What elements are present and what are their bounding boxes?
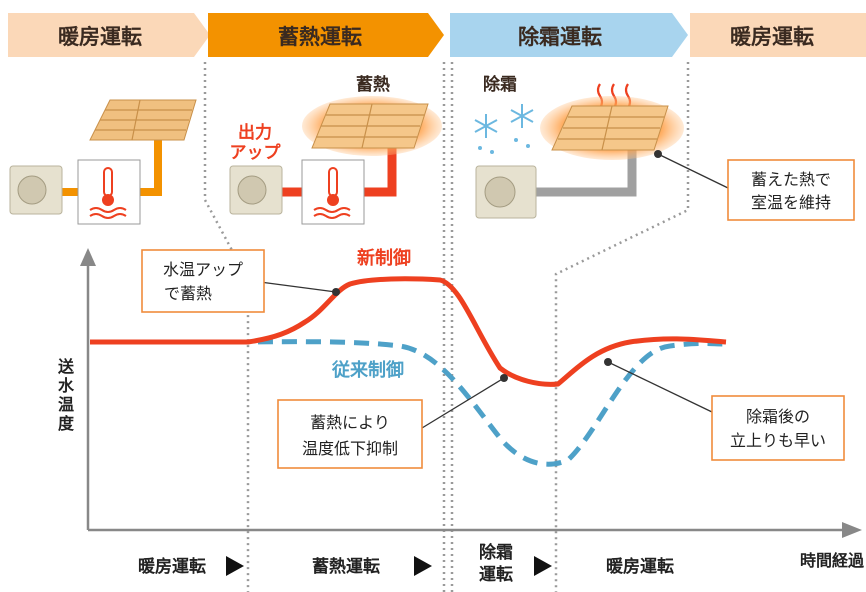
callout-fast-rise: 除霜後の 立上りも早い — [604, 358, 845, 461]
water-wave-icon-1 — [89, 207, 127, 219]
new-control-curve — [90, 276, 727, 387]
conventional-control-label: 従来制御 — [331, 359, 404, 381]
callout-keep-room-temp-dot — [654, 150, 662, 158]
pipe-h1-floor — [140, 140, 162, 196]
illustration-heating-1 — [9, 99, 197, 225]
banner-heating-2-label: 暖房運転 — [730, 25, 814, 49]
separator-1 — [203, 62, 250, 592]
banner-storage-label: 蓄熱運転 — [278, 25, 362, 49]
banner-storage — [208, 13, 444, 57]
y-axis-label-char-3: 温 — [57, 395, 74, 414]
floor-panel-1-boards — [95, 99, 192, 141]
y-axis-arrow-icon — [80, 248, 96, 266]
output-up-label-1: 出力 — [238, 122, 272, 143]
snowflake-dots — [478, 138, 530, 154]
bottom-storage-label: 蓄熱運転 — [312, 556, 380, 577]
callout-water-temp-up-line1: 水温アップ — [163, 260, 243, 279]
banner-heating-1 — [8, 13, 210, 57]
callout-fast-rise-line2: 立上りも早い — [730, 431, 826, 450]
callout-suppress-drop-leader — [421, 377, 505, 429]
bottom-defrost-label-1: 除霜 — [479, 542, 513, 563]
water-wave-icon-2 — [313, 207, 351, 219]
callout-fast-rise-line1: 除霜後の — [746, 407, 810, 426]
callout-fast-rise-dot — [604, 358, 612, 366]
callout-water-temp-up-leader — [259, 281, 337, 293]
callout-keep-room-temp-line2: 室温を維持 — [751, 193, 831, 212]
callout-fast-rise-leader — [607, 361, 713, 413]
bottom-heating-2-label: 暖房運転 — [606, 556, 674, 577]
floor-panel-2-boards — [316, 103, 424, 149]
banner-defrost — [450, 13, 688, 57]
phase-banner: 暖房運転 蓄熱運転 除霜運転 暖房運転 — [8, 13, 866, 57]
illustration-storage: 蓄熱 出力 アップ — [229, 74, 442, 225]
callout-keep-room-temp-line1: 蓄えた熱で — [751, 170, 831, 189]
illustration-defrost: 除霜 — [474, 74, 684, 219]
y-axis-label-char-2: 水 — [58, 376, 75, 395]
callout-water-temp-up-line2: で蓄熱 — [164, 284, 212, 303]
banner-heating-2 — [690, 13, 866, 57]
callout-suppress-drop: 蓄熱により 温度低下抑制 — [277, 374, 508, 469]
separator-4 — [554, 62, 690, 592]
output-up-label-2: アップ — [230, 142, 282, 163]
thermometer-bulb-1 — [102, 194, 114, 206]
x-axis-arrow-icon — [842, 522, 862, 538]
y-axis-label-char-4: 度 — [58, 414, 75, 433]
chart-axes: 送 水 温 度 — [57, 248, 862, 538]
y-axis-label: 送 水 温 度 — [57, 357, 75, 433]
thermometer-bulb-2 — [327, 194, 339, 206]
outdoor-unit-fan-icon-1 — [17, 175, 47, 205]
phase-separators — [203, 62, 690, 592]
callout-keep-room-temp-leader — [657, 153, 729, 189]
outdoor-unit-fan-icon-2 — [237, 175, 267, 205]
callout-water-temp-up: 水温アップ で蓄熱 — [141, 249, 340, 313]
callout-water-temp-up-dot — [332, 288, 340, 296]
storage-label: 蓄熱 — [356, 74, 390, 95]
bottom-heating-1-label: 暖房運転 — [138, 556, 206, 577]
y-axis-label-char-1: 送 — [57, 357, 75, 376]
callout-fast-rise-box — [711, 395, 845, 461]
thermometer-icon-1 — [103, 167, 113, 197]
pipe-d1 — [536, 148, 637, 197]
snowflake-icon-2 — [510, 104, 534, 128]
bottom-arrow-icon-3 — [534, 556, 552, 576]
callout-suppress-drop-line1: 蓄熱により — [310, 413, 390, 432]
banner-heating-1-label: 暖房運転 — [58, 25, 142, 49]
callout-water-temp-up-box — [141, 249, 265, 313]
outdoor-unit-fan-icon-3 — [484, 176, 516, 208]
x-axis-label: 時間経過 — [800, 551, 865, 570]
thermometer-icon-2 — [328, 167, 338, 197]
bottom-arrow-icon-2 — [414, 556, 432, 576]
callout-suppress-drop-dot — [500, 374, 508, 382]
callout-keep-room-temp: 蓄えた熱で 室温を維持 — [654, 150, 855, 221]
banner-defrost-label: 除霜運転 — [518, 25, 602, 49]
callout-suppress-drop-box — [277, 399, 423, 469]
floor-panel-3-boards — [558, 105, 664, 151]
snowflake-icon-1 — [474, 114, 498, 138]
callout-keep-room-temp-box — [727, 159, 855, 221]
callout-suppress-drop-line2: 温度低下抑制 — [302, 439, 398, 458]
conventional-control-curve — [90, 339, 727, 467]
bottom-defrost-label-2: 運転 — [479, 564, 513, 585]
defrost-label: 除霜 — [483, 74, 517, 95]
bottom-arrow-icon-1 — [226, 556, 244, 576]
pipe-s1-floor — [364, 148, 397, 197]
new-control-label: 新制御 — [357, 247, 411, 269]
bottom-phase-sequence: 暖房運転 蓄熱運転 除霜 運転 暖房運転 時間経過 — [138, 542, 865, 585]
